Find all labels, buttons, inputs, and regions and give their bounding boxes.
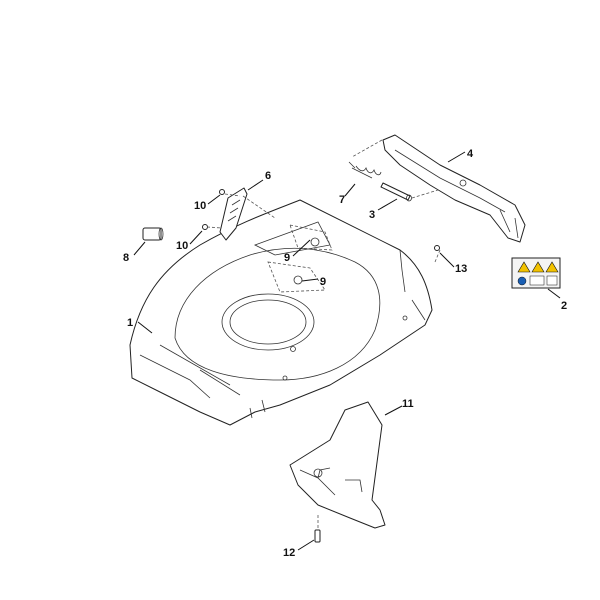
callout-12: 12 <box>283 547 295 559</box>
screw-10-upper <box>219 189 225 195</box>
keep-distance-icon <box>529 275 545 286</box>
pin <box>380 182 412 202</box>
callout-8: 8 <box>123 252 129 264</box>
callout-3: 3 <box>369 209 375 221</box>
callout-11: 11 <box>402 398 414 410</box>
callout-9-lower: 9 <box>320 276 326 288</box>
screw-12 <box>314 529 321 543</box>
mower-deck <box>129 199 433 426</box>
assembly-guide-lines <box>206 139 441 530</box>
warning-triangle-icon <box>545 261 559 273</box>
callout-6: 6 <box>265 170 271 182</box>
callout-4: 4 <box>467 148 474 160</box>
safety-label <box>511 257 561 289</box>
plug <box>142 227 164 241</box>
clip-bracket <box>219 187 248 241</box>
leader-lines <box>133 151 561 551</box>
callout-10-upper: 10 <box>194 200 206 212</box>
disconnect-icon <box>546 275 558 286</box>
callout-10-lower: 10 <box>176 240 188 252</box>
callout-13: 13 <box>455 263 467 275</box>
callout-1: 1 <box>127 317 133 329</box>
callout-7: 7 <box>339 194 345 206</box>
callout-9-upper: 9 <box>284 252 290 264</box>
handle-bracket <box>382 134 526 243</box>
side-guard <box>289 401 386 529</box>
warning-triangle-icon <box>517 261 531 273</box>
mandatory-manual-icon <box>517 276 527 286</box>
spring <box>348 161 382 179</box>
screw-10-lower <box>202 224 208 230</box>
screw-13 <box>434 245 440 251</box>
callout-2: 2 <box>561 300 567 312</box>
warning-triangle-icon <box>531 261 545 273</box>
